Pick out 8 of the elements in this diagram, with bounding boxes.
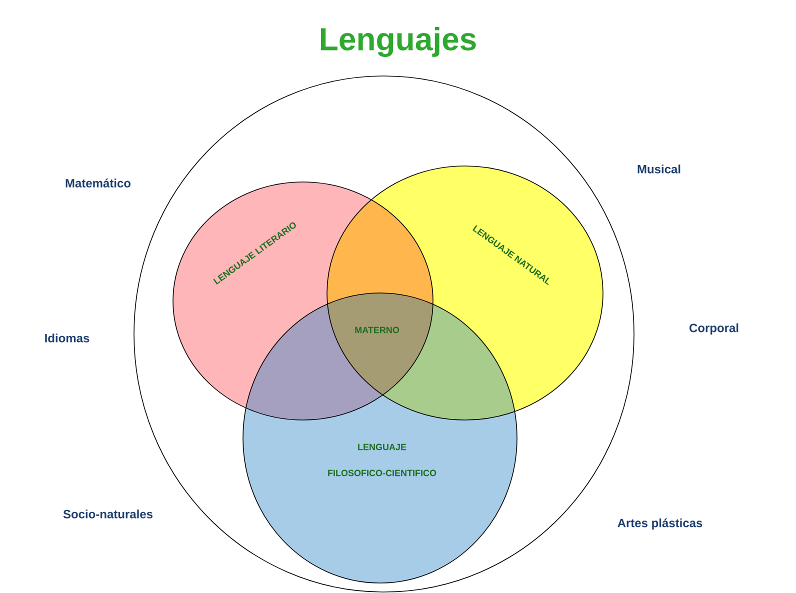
language-label: Corporal [689,323,738,335]
title: Lenguajes [321,27,476,57]
language-label: Matemático [66,178,131,188]
language-label: Socio-naturales [63,510,153,518]
language-label: Musical [638,164,680,174]
language-label: Idiomas [45,334,90,342]
region-label: MATERNO [355,326,400,334]
language-label: Artes plásticas [618,518,702,530]
